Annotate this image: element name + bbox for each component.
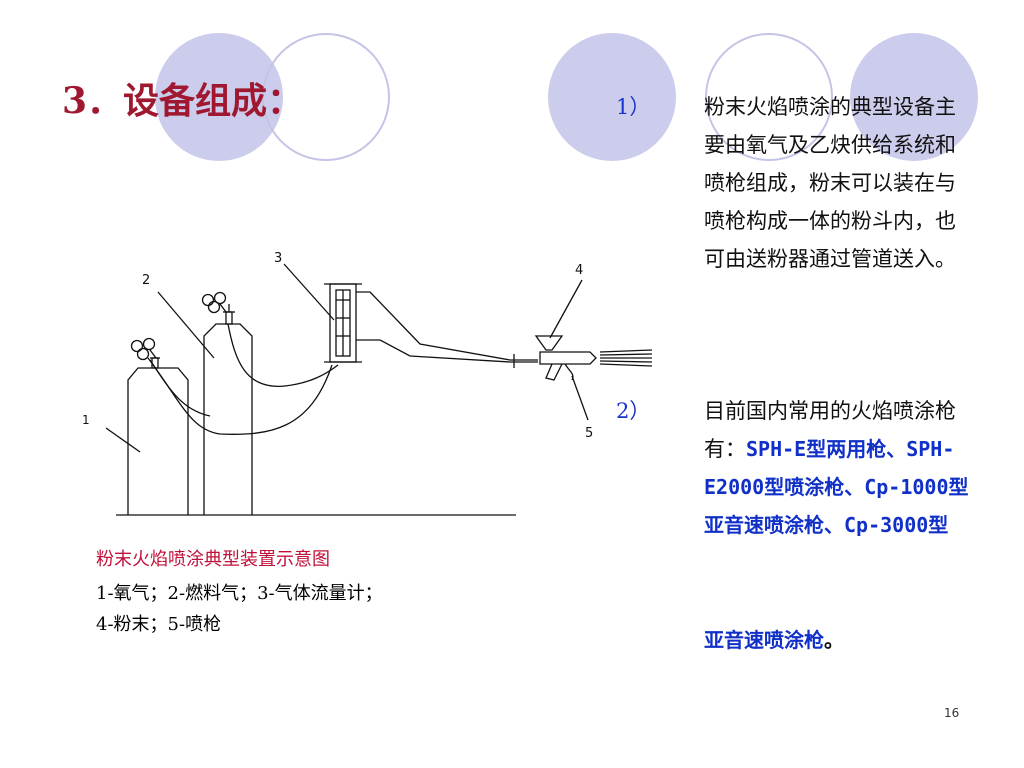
label-3: 3: [274, 251, 282, 266]
label-4: 4: [575, 263, 583, 278]
oxygen-gauge-3: [136, 347, 150, 361]
oxygen-gauge-2: [142, 337, 156, 351]
diagram-caption-line-1: 1-氧气；2-燃料气；3-气体流量计；: [96, 583, 383, 604]
label-2: 2: [142, 273, 150, 288]
page-number: 16: [944, 706, 960, 720]
paragraph-2-last-line: 亚音速喷涂枪。: [704, 624, 844, 653]
flame-spray-equipment-diagram: 1 2 3 4 5: [82, 251, 653, 516]
spray-gun-handle: [545, 363, 563, 381]
powder-hopper: [534, 335, 564, 351]
fuel-hose: [227, 323, 339, 387]
fuel-gauge-1: [201, 293, 215, 307]
paragraph-1-text: 粉末火焰喷涂的典型设备主要由氧气及乙炔供给系统和喷枪组成，粉末可以装在与喷枪构成…: [704, 95, 956, 271]
paragraph-2-gun-models: SPH-E型两用枪、SPH-E2000型喷涂枪、Cp-1000型亚音速喷涂枪、C…: [704, 437, 969, 537]
decor-ring-1: [262, 33, 390, 161]
paragraph-2-last-text: 亚音速喷涂枪: [704, 628, 824, 652]
paragraph-2-end-mark: 。: [824, 628, 844, 652]
label-1: 1: [82, 413, 90, 427]
paragraph-1-number: 1）: [616, 95, 651, 119]
diagram-caption-line-2: 4-粉末；5-喷枪: [96, 614, 222, 635]
slide-title: 3．设备组成：: [62, 80, 304, 122]
spray-gun-body: [539, 351, 597, 365]
decor-circle-3: [850, 33, 978, 161]
fuel-valve: [225, 311, 233, 325]
decor-ring-2: [705, 33, 833, 161]
paragraph-1: 1） 粉末火焰喷涂的典型设备主要由氧气及乙炔供给系统和喷枪组成，粉末可以装在与喷枪…: [616, 88, 975, 278]
paragraph-2-number: 2）: [616, 399, 651, 423]
decor-circle-1: [155, 33, 283, 161]
paragraph-2-text: 目前国内常用的火焰喷涂枪有：: [704, 399, 956, 461]
fuel-gauge-2: [213, 291, 227, 305]
label-5: 5: [585, 426, 593, 441]
decor-circle-2: [548, 33, 676, 161]
oxygen-gauge-1: [130, 339, 144, 353]
gas-hose-lower: [356, 339, 538, 363]
oxygen-hose: [147, 357, 333, 435]
oxygen-cylinder: [127, 367, 189, 515]
fuel-gauge-3: [207, 300, 221, 314]
diagram-caption-title: 粉末火焰喷涂典型装置示意图: [96, 549, 330, 570]
gas-hose-upper: [356, 291, 538, 361]
fuel-gas-cylinder: [203, 323, 253, 515]
paragraph-2: 2） 目前国内常用的火焰喷涂枪有：SPH-E型两用枪、SPH-E2000型喷涂枪、…: [616, 392, 975, 544]
